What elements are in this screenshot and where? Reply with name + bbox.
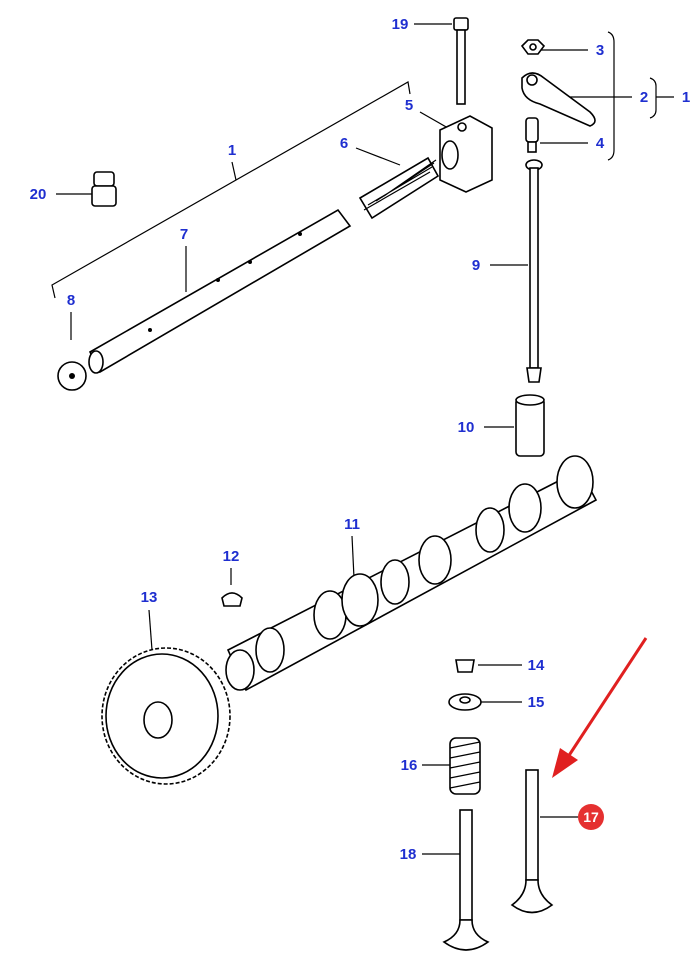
spring-6: [358, 156, 440, 220]
callout-9: 9: [472, 257, 480, 274]
callout-17: 17: [583, 809, 599, 825]
valve-18: [442, 809, 490, 951]
bolt-19: [453, 17, 469, 105]
end-plug-8: [57, 361, 87, 391]
valve-17: [510, 769, 554, 914]
callout-10: 10: [458, 419, 475, 436]
callout-labels: 19 3 2 1 5 4 6 1 20 7 9 8 10 11 12 13 14…: [30, 16, 691, 863]
leader-lines: [56, 23, 632, 855]
callout-2: 2: [640, 89, 648, 106]
callout-8: 8: [67, 292, 75, 309]
callout-19: 19: [392, 16, 409, 33]
spring-retainer-15: [448, 693, 482, 711]
camshaft-11: [225, 455, 598, 692]
callout-15: 15: [528, 694, 545, 711]
callout-7: 7: [180, 226, 188, 243]
valve-spring-16: [449, 737, 481, 795]
highlight-badge: [578, 804, 604, 830]
rocker-arm-2: [521, 72, 596, 127]
nut-3: [520, 39, 546, 55]
callout-4: 4: [596, 135, 605, 152]
callout-14: 14: [528, 657, 545, 674]
tappet-10: [515, 394, 545, 457]
callout-1-right: 1: [682, 89, 690, 106]
callout-20: 20: [30, 186, 47, 203]
callout-1: 1: [228, 142, 236, 159]
callout-13: 13: [141, 589, 158, 606]
assembly-bracket-1: [51, 81, 411, 299]
callout-16: 16: [401, 757, 418, 774]
right-bracket: [607, 31, 674, 161]
callout-12: 12: [223, 548, 240, 565]
callout-3: 3: [596, 42, 604, 59]
adjusting-screw-4: [525, 117, 539, 153]
plug-20: [91, 171, 117, 207]
callout-11: 11: [344, 516, 360, 533]
callout-5: 5: [405, 97, 413, 114]
rocker-shaft-7: [88, 208, 352, 374]
callout-6: 6: [340, 135, 348, 152]
camshaft-gear-13: [101, 647, 231, 785]
woodruff-key-12: [221, 592, 243, 607]
highlight-arrow: [552, 637, 648, 778]
callout-18: 18: [400, 846, 417, 863]
valve-collet-14: [455, 659, 475, 673]
rocker-support-5: [439, 115, 493, 193]
push-rod-9: [525, 159, 543, 383]
